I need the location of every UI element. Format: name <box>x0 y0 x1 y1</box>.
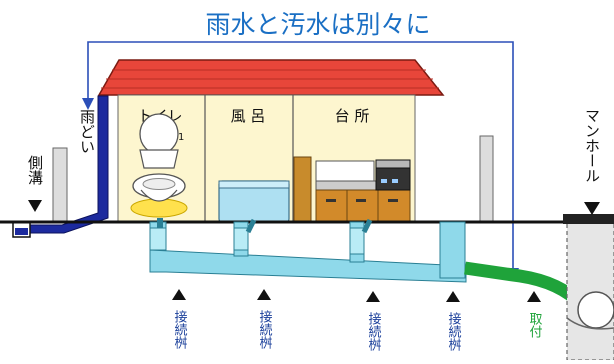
label-rain-gutter: 雨どい <box>78 109 96 154</box>
label-junction-box-2: 接続桝 <box>257 309 273 349</box>
toilet-icon <box>130 113 188 218</box>
label-side-ditch: 側溝 <box>26 155 44 185</box>
fence-post-right <box>479 135 494 223</box>
room-label-bath: 風 呂 <box>231 107 266 125</box>
label-junction-box-3: 接続桝 <box>366 311 382 351</box>
roof-tiles <box>101 69 439 89</box>
title: 雨水と汚水は別々に <box>205 10 430 39</box>
manhole-icon <box>563 214 614 361</box>
junction-arrow-2-icon <box>257 289 271 300</box>
side-ditch-water <box>15 228 28 235</box>
room-label-kitchen: 台 所 <box>335 107 370 125</box>
sewer-lateral <box>149 218 467 283</box>
junction-arrow-1-icon <box>172 289 186 300</box>
rain-flow-arrow-left <box>82 98 94 110</box>
label-connection-pipe: 取付 <box>527 312 543 338</box>
junction-arrow-4-icon <box>446 291 460 302</box>
junction-arrow-3-icon <box>366 291 380 302</box>
connection-arrow-icon <box>527 291 541 302</box>
kitchen-icon <box>293 156 411 223</box>
connection-pipe <box>464 261 587 310</box>
side-ditch-pointer-icon <box>28 200 42 212</box>
bathtub-icon <box>218 180 290 223</box>
manhole-pointer-icon <box>584 202 600 215</box>
label-junction-box-1: 接続桝 <box>172 309 188 349</box>
roof <box>97 59 445 96</box>
label-manhole: マンホール <box>583 108 601 183</box>
fence-post-left <box>52 147 68 223</box>
rain-flow-line <box>87 41 514 270</box>
label-junction-box-4: 接続桝 <box>446 311 462 351</box>
toilet-marker: 1 <box>178 132 184 143</box>
